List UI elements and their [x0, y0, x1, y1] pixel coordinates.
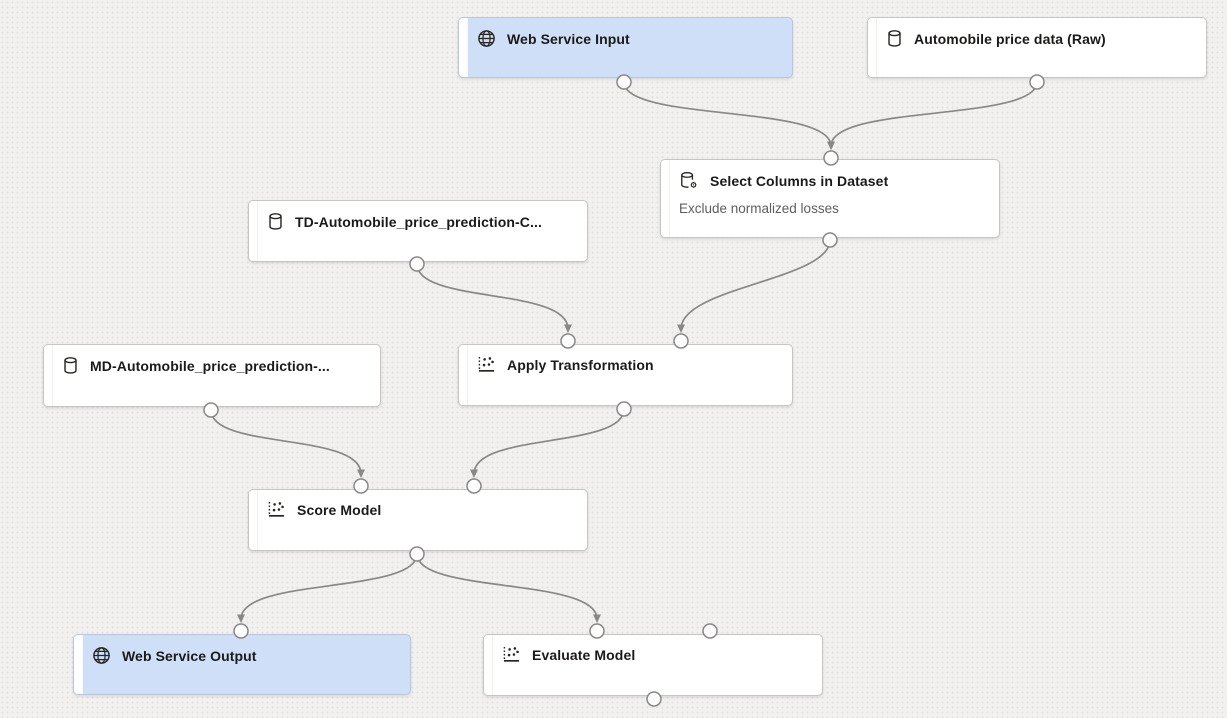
globe-icon	[477, 29, 496, 48]
edge-selectcolumns-to-apply[interactable]	[677, 239, 831, 333]
node-left-strip	[661, 160, 670, 237]
node-left-strip	[868, 18, 877, 77]
globe-icon	[92, 646, 111, 665]
port-output-td-dataset[interactable]	[409, 256, 425, 272]
port-input2-evaluate-model[interactable]	[702, 623, 718, 639]
port-input1-evaluate-model[interactable]	[589, 623, 605, 639]
node-title: Select Columns in Dataset	[710, 172, 889, 189]
node-left-strip	[459, 18, 468, 77]
node-title: Apply Transformation	[507, 356, 654, 373]
node-score-model[interactable]: Score Model	[248, 489, 588, 551]
port-output-evaluate-model[interactable]	[646, 691, 662, 707]
port-input1-apply-transformation[interactable]	[560, 333, 576, 349]
node-title: TD-Automobile_price_prediction-C...	[295, 213, 542, 230]
port-output-apply-transformation[interactable]	[616, 401, 632, 417]
edge-auto-to-selectcolumns[interactable]	[827, 81, 1038, 150]
port-output-select-columns[interactable]	[822, 232, 838, 248]
edge-apply-to-score[interactable]	[470, 408, 625, 478]
node-left-strip	[44, 345, 53, 406]
port-input-web-service-output[interactable]	[233, 623, 249, 639]
port-output-web-service-input[interactable]	[616, 74, 632, 90]
port-output-automobile-data[interactable]	[1029, 74, 1045, 90]
node-web-service-input[interactable]: Web Service Input	[458, 17, 793, 78]
node-md-dataset[interactable]: MD-Automobile_price_prediction-...	[43, 344, 381, 407]
edge-score-to-wso[interactable]	[237, 553, 418, 623]
node-td-dataset[interactable]: TD-Automobile_price_prediction-C...	[248, 200, 588, 262]
node-automobile-price-data[interactable]: Automobile price data (Raw)	[867, 17, 1207, 78]
database-icon	[267, 212, 284, 231]
node-title: Automobile price data (Raw)	[914, 30, 1106, 47]
node-left-strip	[249, 490, 258, 550]
database-gear-icon	[679, 171, 699, 190]
edge-td-to-apply[interactable]	[416, 263, 572, 333]
node-title: Web Service Input	[507, 30, 630, 47]
node-evaluate-model[interactable]: Evaluate Model	[483, 634, 823, 696]
port-input2-apply-transformation[interactable]	[673, 333, 689, 349]
database-icon	[62, 356, 79, 375]
node-left-strip	[459, 345, 468, 405]
node-comment: Exclude normalized losses	[679, 201, 839, 216]
edge-md-to-score[interactable]	[210, 409, 365, 478]
scatter-icon	[502, 646, 521, 663]
node-title: Score Model	[297, 501, 382, 518]
port-output-score-model[interactable]	[409, 546, 425, 562]
edge-wsi-to-selectcolumns[interactable]	[623, 81, 835, 150]
node-left-strip	[249, 201, 258, 261]
port-output-md-dataset[interactable]	[203, 402, 219, 418]
node-apply-transformation[interactable]: Apply Transformation	[458, 344, 793, 406]
port-input-select-columns[interactable]	[823, 150, 839, 166]
port-input1-score-model[interactable]	[353, 478, 369, 494]
edge-score-to-evaluate[interactable]	[416, 553, 601, 623]
node-title: Evaluate Model	[532, 646, 636, 663]
port-input2-score-model[interactable]	[466, 478, 482, 494]
node-title: MD-Automobile_price_prediction-...	[90, 357, 330, 374]
node-title: Web Service Output	[122, 647, 257, 664]
scatter-icon	[267, 501, 286, 518]
node-left-strip	[484, 635, 493, 695]
node-select-columns[interactable]: Select Columns in Dataset Exclude normal…	[660, 159, 1000, 238]
node-web-service-output[interactable]: Web Service Output	[73, 634, 411, 695]
node-left-strip	[74, 635, 83, 694]
database-icon	[886, 29, 903, 48]
scatter-icon	[477, 356, 496, 373]
